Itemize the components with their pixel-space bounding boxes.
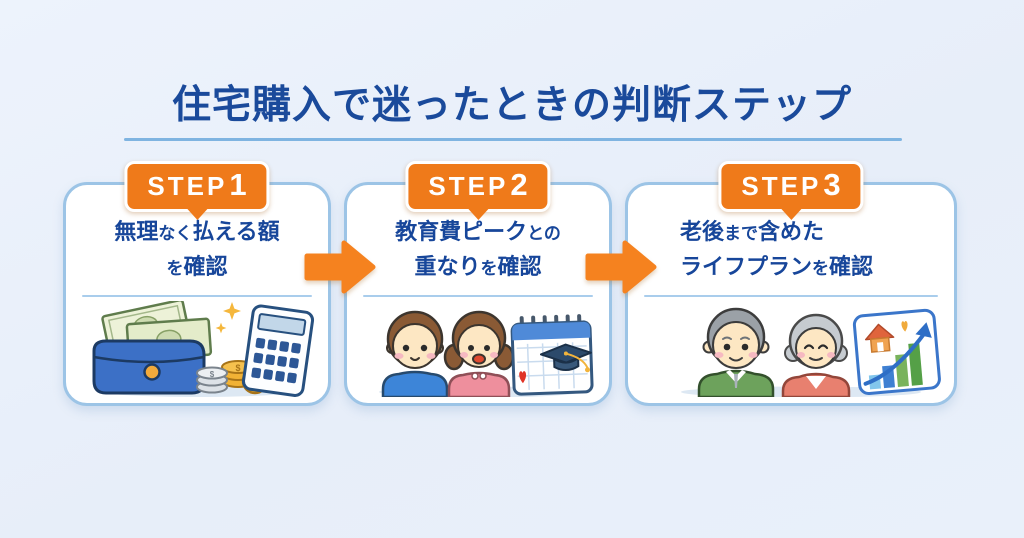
arrow-step2-to-step3 bbox=[585, 239, 657, 295]
step3-badge: STEP3 bbox=[718, 161, 864, 220]
lifeplan-chart-panel bbox=[852, 308, 941, 395]
calendar-header bbox=[511, 321, 590, 341]
step1-heading: 無理なく払える額を確認 bbox=[114, 219, 280, 279]
senior-couple-chart-illustration bbox=[628, 300, 954, 398]
step2-badge-number: 2 bbox=[510, 167, 528, 202]
step3-divider bbox=[644, 294, 938, 297]
right-arrow-icon bbox=[585, 240, 657, 294]
step1-badge-number: 1 bbox=[229, 167, 247, 202]
step-card-3: STEP3 老後まで含めたライフプランを確認 bbox=[625, 161, 957, 406]
step2-badge-label: STEP bbox=[428, 171, 509, 201]
step1-badge-label: STEP bbox=[147, 171, 228, 201]
page-title: 住宅購入で迷ったときの判断ステップ bbox=[171, 84, 852, 127]
step3-badge-label: STEP bbox=[741, 171, 822, 201]
step2-badge-pointer bbox=[467, 208, 488, 220]
step1-divider bbox=[82, 294, 312, 297]
title-underline bbox=[124, 138, 902, 141]
calendar bbox=[510, 313, 594, 396]
right-arrow-icon bbox=[304, 240, 376, 294]
boy bbox=[381, 310, 448, 397]
wallet bbox=[92, 339, 205, 395]
step3-heading: 老後まで含めたライフプランを確認 bbox=[680, 219, 874, 279]
silver-coin-stack: $ bbox=[195, 366, 228, 394]
wallet-money-calculator-illustration: $ $ $ bbox=[66, 300, 328, 398]
senior-scene-svg bbox=[681, 307, 941, 397]
svg-text:$: $ bbox=[235, 363, 240, 373]
children-scene-svg bbox=[378, 310, 594, 397]
senior-woman bbox=[781, 313, 851, 397]
step3-badge-number: 3 bbox=[823, 167, 841, 202]
arrow-step1-to-step2 bbox=[304, 239, 376, 295]
step2-badge: STEP2 bbox=[405, 161, 551, 220]
graduation-cap-icon bbox=[539, 343, 592, 372]
step-card-2: STEP2 教育費ピークとの重なりを確認 bbox=[344, 161, 612, 406]
step3-badge-pointer bbox=[780, 208, 801, 220]
heart-icon bbox=[518, 370, 526, 383]
step-card-1: STEP1 無理なく払える額を確認 bbox=[63, 161, 331, 406]
calculator bbox=[241, 304, 314, 397]
step1-badge-pointer bbox=[186, 208, 207, 220]
step1-badge: STEP1 bbox=[124, 161, 270, 220]
step2-divider bbox=[363, 294, 593, 297]
senior-man bbox=[697, 307, 775, 397]
wallet-scene-svg: $ $ $ bbox=[92, 300, 314, 397]
house-icon bbox=[864, 323, 895, 353]
growth-arrow-icon bbox=[863, 321, 932, 386]
svg-text:$: $ bbox=[209, 370, 214, 379]
heart-icon bbox=[901, 320, 908, 332]
step2-heading: 教育費ピークとの重なりを確認 bbox=[395, 219, 561, 279]
girl bbox=[443, 310, 514, 397]
children-calendar-illustration bbox=[347, 300, 609, 398]
sparkle-icon bbox=[215, 301, 241, 333]
